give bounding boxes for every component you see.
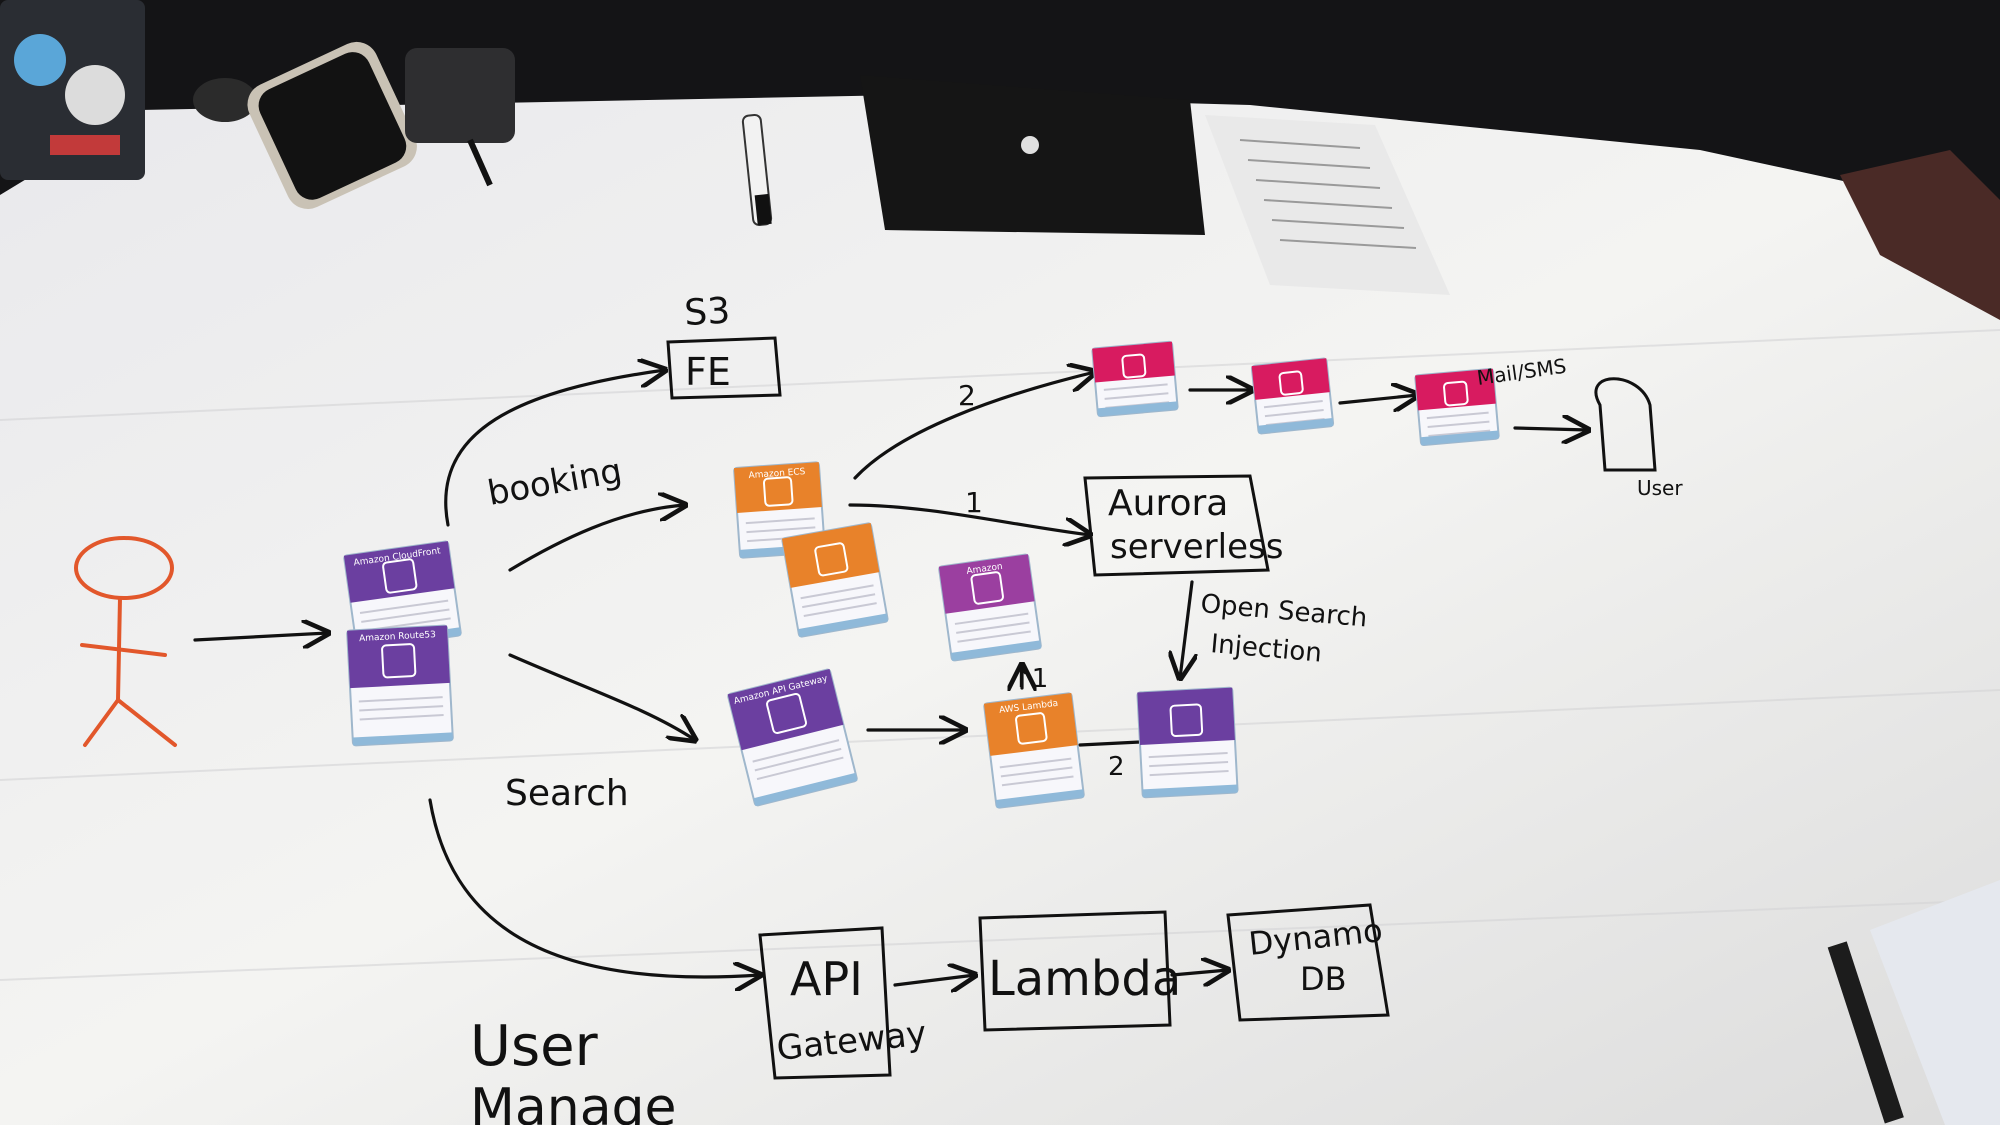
label-dynamo-line2: DB [1300,960,1347,998]
handwritten-labels: S3 FE booking Search User Manage Aurora … [470,291,1683,1125]
label-search: Search [505,773,629,814]
label-lambda: Lambda [988,951,1181,1007]
marker-pen [741,113,773,227]
card-purple-mid: Amazon [938,553,1042,662]
label-user-manage-line2: Manage [470,1078,677,1125]
booklet-bottom-right [1827,880,2000,1125]
label-s3: S3 [683,291,731,334]
card-title: Amazon ECS [748,467,806,481]
arrow-lambda2-to-dynamo [1170,970,1228,975]
arrow-search [508,653,695,740]
user-outline [1594,377,1657,472]
arrow-aurora-to-opensearch [1180,580,1192,678]
label-aurora-line1: Aurora [1108,483,1228,524]
card-pink3 [1414,367,1500,447]
arrow-booking [508,505,685,572]
label-step-1-mid: 1 [965,486,983,519]
lambda-icon [1015,712,1048,745]
arrow-pink2-to-pink3 [1338,395,1418,403]
smartphone [193,41,417,209]
label-step-2-top: 2 [958,379,976,412]
cloudfront-icon [382,558,418,594]
arrows [193,370,1588,985]
label-fe: FE [685,350,731,394]
card-route53: Amazon Route53 [346,624,454,747]
power-bank [405,48,515,187]
card-orange2 [781,522,889,638]
service-icon [814,542,849,577]
label-api-line1: API [790,952,863,1006]
printed-handout [1205,115,1450,295]
card-lambda: AWS Lambda [983,692,1085,809]
arrow-ecs-to-pink1 [853,372,1095,480]
label-user-end: User [1637,476,1683,500]
card-title: Amazon Route53 [359,630,436,644]
card-opensearch [1136,686,1239,799]
boxes [666,336,1657,1080]
arrow-apigw2-to-lambda2 [893,975,975,985]
arrow-ecs-to-aurora [848,503,1090,535]
route53-icon [381,643,417,679]
stick-figure-user [74,536,177,747]
ecs-icon [762,476,794,507]
bandana [1840,150,2000,320]
opensearch-icon [1169,703,1204,738]
label-user-manage-line1: User [470,1014,599,1079]
label-step-1-up: ↑1 [1010,664,1048,694]
service-icon [1278,370,1304,396]
api-gateway-box [758,926,892,1080]
lambda-box [978,910,1172,1032]
arrow-user-to-route53 [193,633,328,640]
label-aurora-line2: serverless [1110,527,1283,567]
dynamodb-box [1226,903,1390,1022]
arrow-to-fe [444,370,665,527]
label-step-2-low: 2 [1108,752,1125,782]
laptop-sticker [0,0,145,180]
card-pink1 [1091,340,1179,418]
service-icon [970,571,1004,605]
line-lambda-to-opensearch [1078,740,1142,747]
card-pink2 [1250,357,1335,435]
closed-laptop [860,75,1205,235]
arrow-pink3-to-user [1513,428,1588,430]
card-ecs: Amazon ECS [733,461,826,559]
arrow-search-to-apigw [428,798,760,977]
apigateway-icon [765,692,808,735]
fe-box [666,336,782,400]
aurora-box [1083,474,1270,577]
service-icon [1443,380,1469,407]
service-icon [1121,353,1147,379]
